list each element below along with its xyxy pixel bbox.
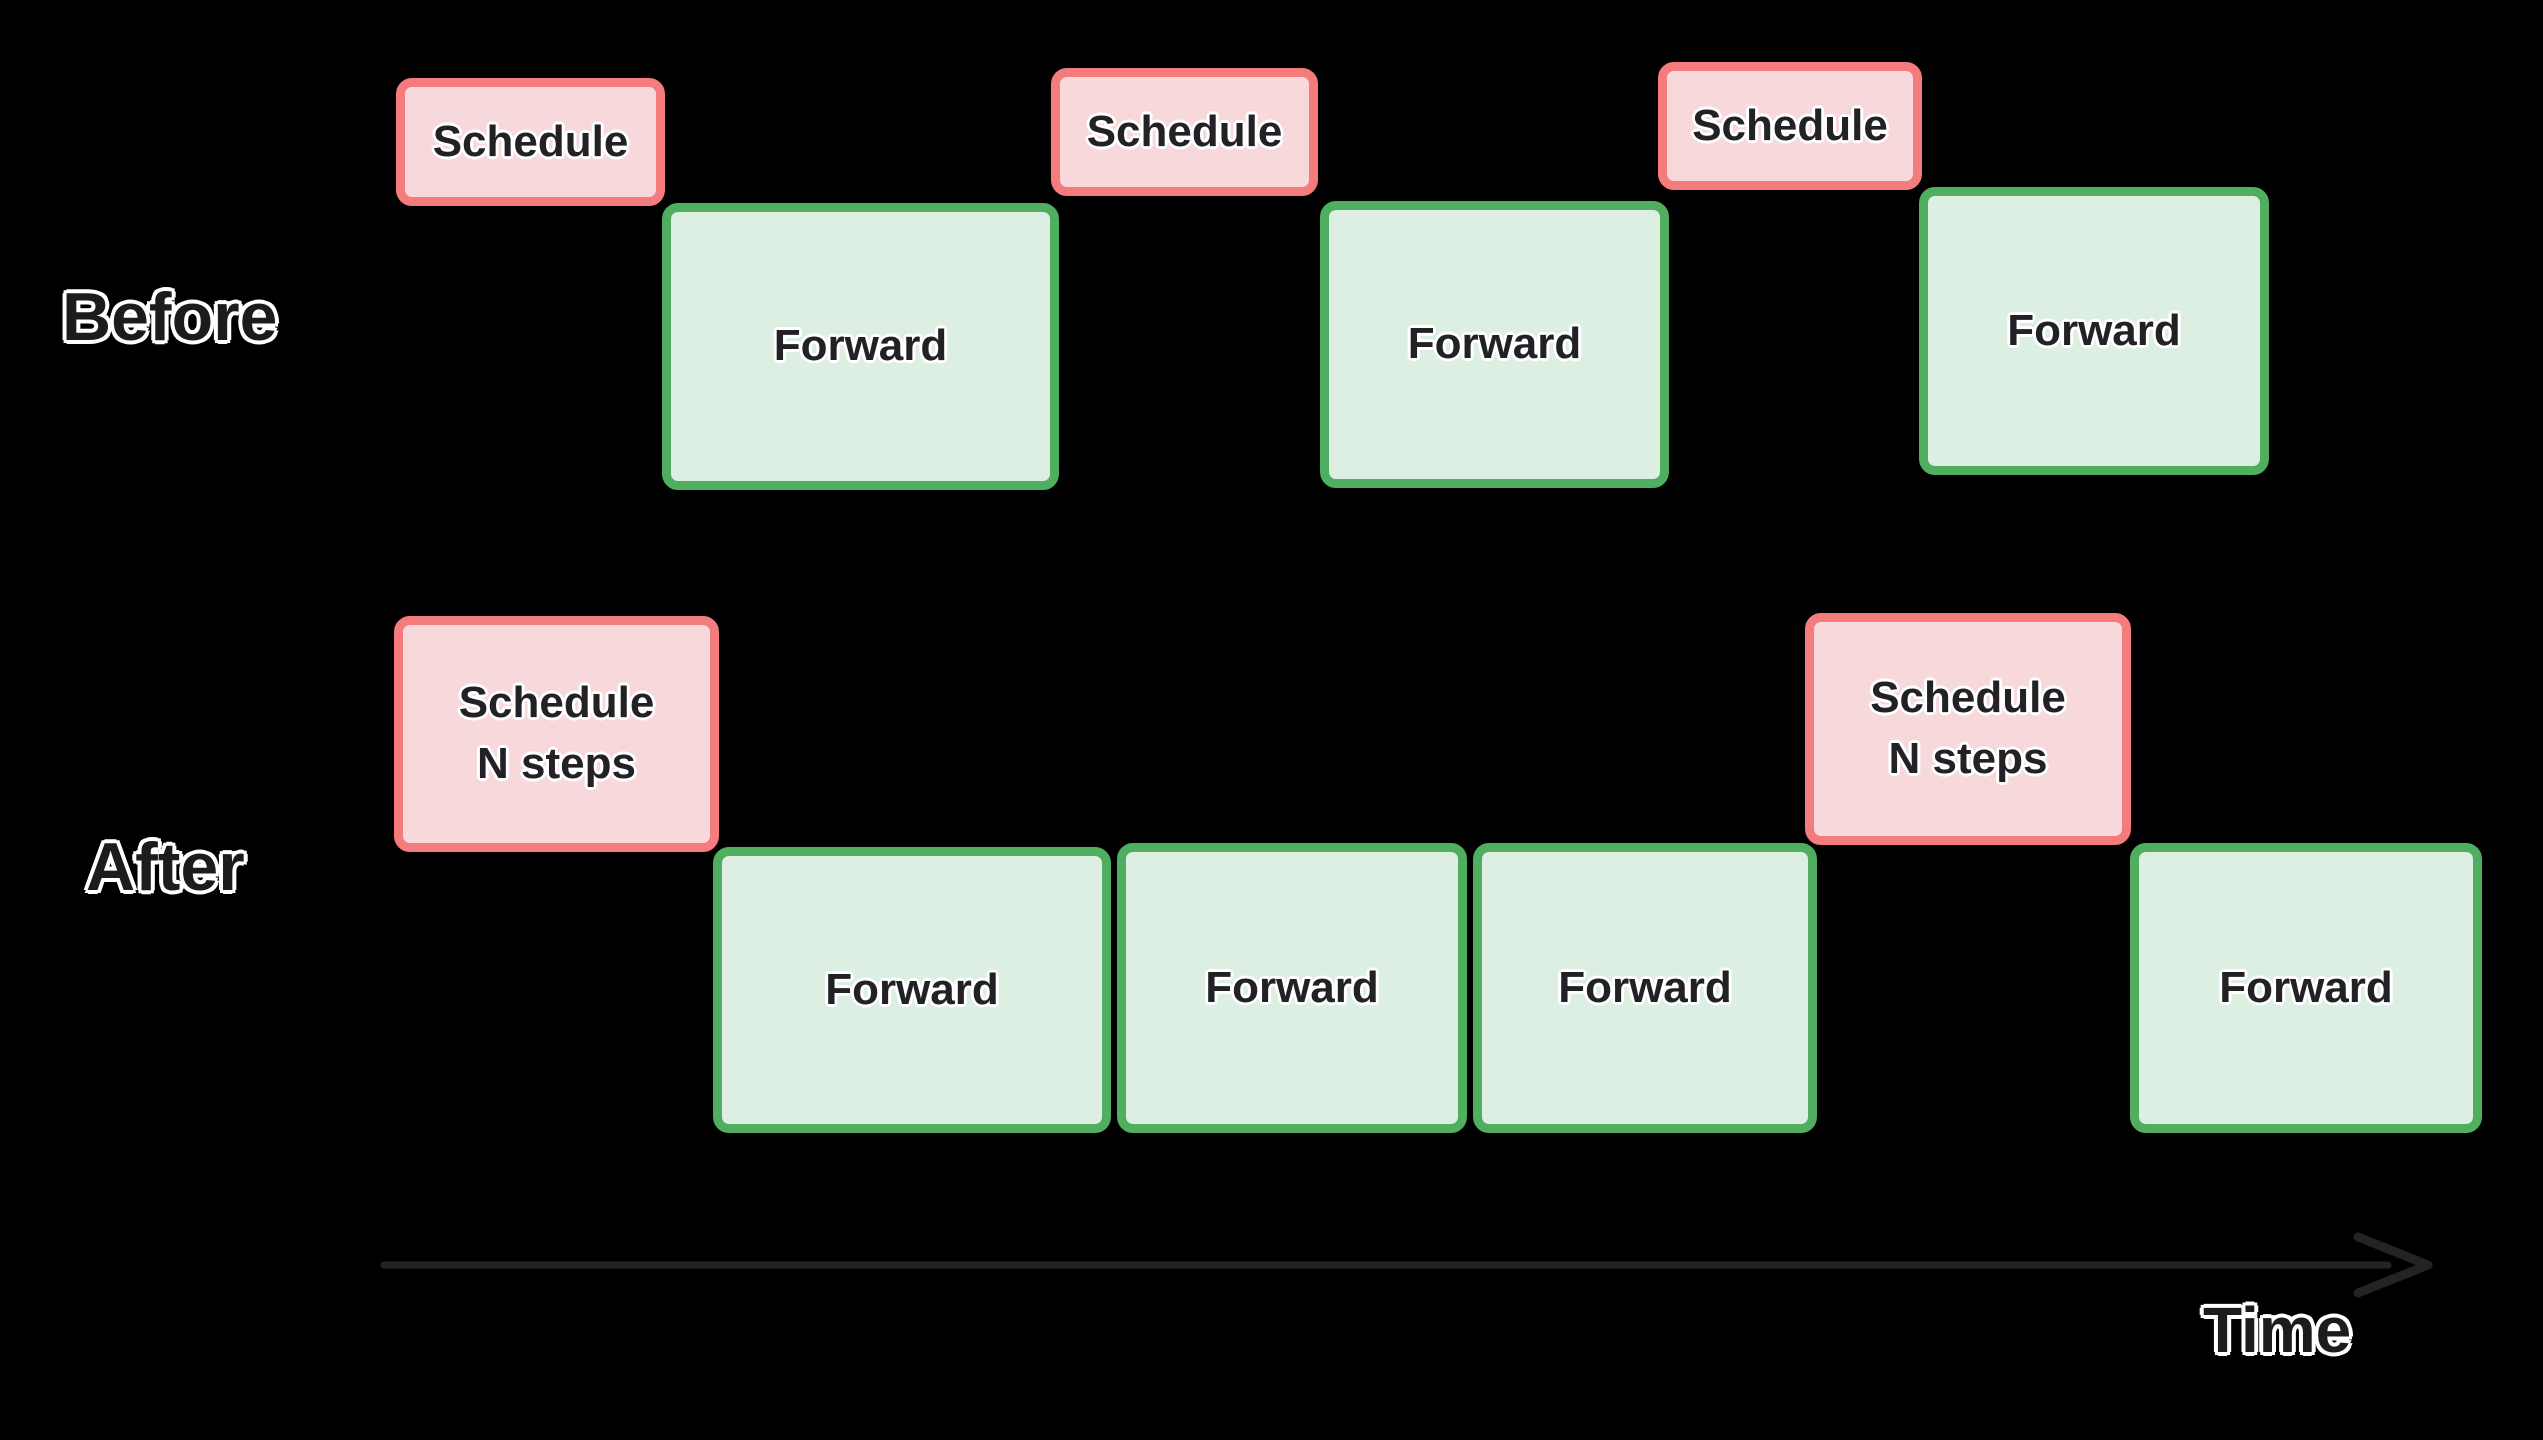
before-box-1-label-line: Schedule <box>432 116 629 166</box>
after-schedule-box-1: Schedule N steps <box>394 616 719 852</box>
after-box-1-label-line: Schedule <box>458 678 655 728</box>
before-forward-box-4: Forward <box>1320 201 1669 488</box>
after-box-5-label-line: N steps <box>1888 734 2048 783</box>
before-box-2-label-line: Forward <box>773 321 948 371</box>
row-label-before: Before <box>62 279 278 355</box>
before-forward-box-2: Forward <box>662 203 1059 490</box>
before-schedule-box-3: Schedule <box>1051 68 1318 196</box>
after-box-4-label-line: Forward <box>1558 962 1732 1012</box>
before-schedule-box-5: Schedule <box>1658 62 1922 190</box>
after-box-5-label-line: Schedule <box>1870 673 2066 723</box>
before-box-6-label-line: Forward <box>2007 305 2181 355</box>
after-forward-box-2: Forward <box>713 847 1111 1133</box>
before-box-5-label-line: Schedule <box>1692 100 1888 150</box>
time-arrow-head <box>2353 1232 2433 1298</box>
time-arrow <box>380 1232 2433 1298</box>
after-box-3-label-line: Forward <box>1205 962 1379 1012</box>
after-forward-box-6: Forward <box>2130 843 2482 1133</box>
after-box-6-label-line: Forward <box>2219 962 2393 1012</box>
row-label-after: After <box>86 829 245 905</box>
before-box-4-label-line: Forward <box>1407 319 1582 369</box>
after-forward-box-4: Forward <box>1473 843 1817 1133</box>
before-schedule-box-1: Schedule <box>396 78 665 206</box>
before-forward-box-6: Forward <box>1919 187 2269 475</box>
after-schedule-box-5: Schedule N steps <box>1805 613 2131 845</box>
after-box-2-label-line: Forward <box>825 964 999 1014</box>
time-axis-label: Time <box>2203 1294 2352 1366</box>
after-forward-box-3: Forward <box>1117 843 1467 1133</box>
before-box-3-label-line: Schedule <box>1086 106 1283 156</box>
after-box-1-label-line: N steps <box>477 739 636 788</box>
